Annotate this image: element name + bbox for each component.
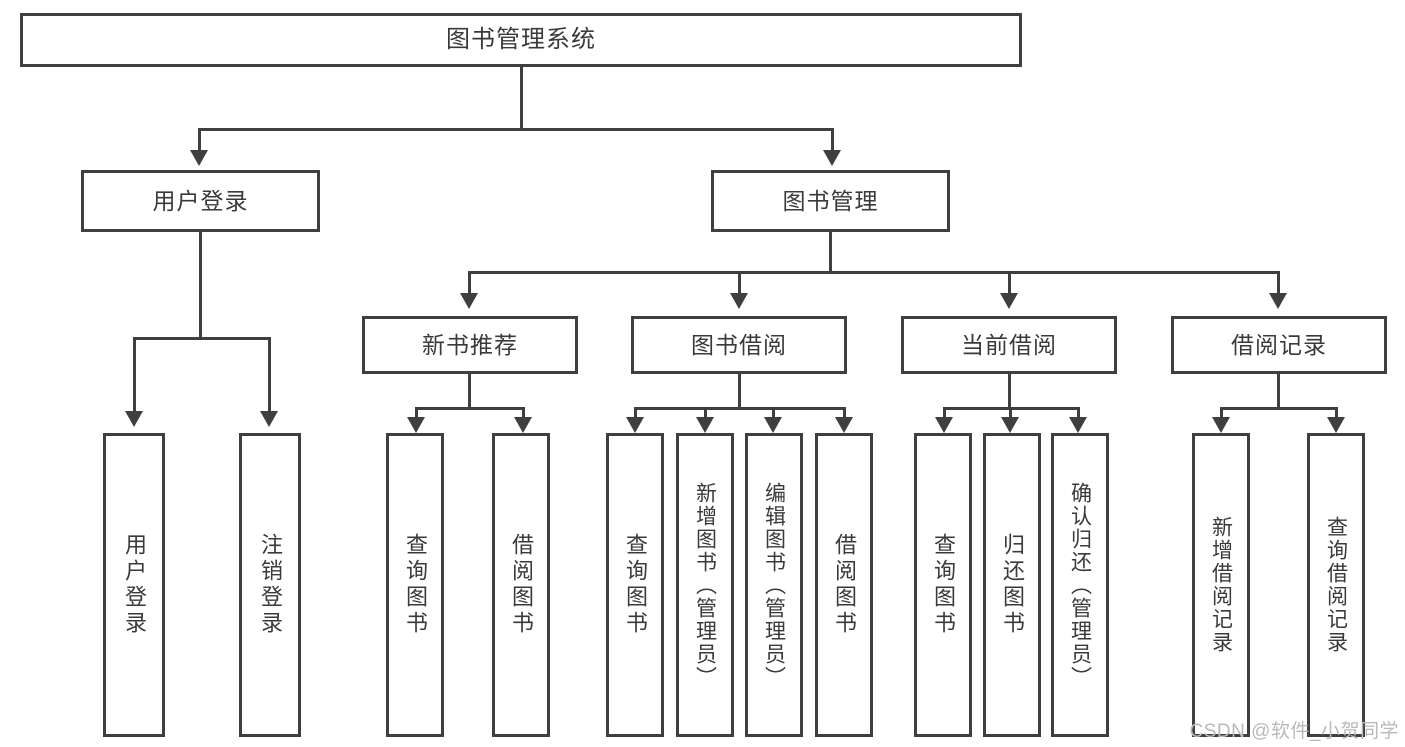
- connector-current-borrow-drop-1: [943, 407, 946, 419]
- leaf-query-borrow-record[interactable]: 查询借阅记录: [1307, 433, 1365, 737]
- arrow-to-current-borrow: [1000, 293, 1018, 309]
- connector-root-stem: [520, 67, 523, 128]
- connector-borrow-records-drop-1: [1220, 407, 1223, 419]
- leaf-query-books-current[interactable]: 查询图书: [914, 433, 972, 737]
- connector-level3-drop-new-books: [468, 271, 471, 295]
- node-label: 图书借阅: [691, 331, 787, 358]
- arrow-to-book-borrow: [730, 293, 748, 309]
- arrow-to-borrow-books-1: [514, 417, 532, 433]
- arrow-to-add-record: [1212, 417, 1230, 433]
- connector-book-management-stem: [829, 232, 832, 271]
- arrow-to-new-books: [460, 293, 478, 309]
- connector-book-borrow-drop-1: [634, 407, 637, 419]
- arrow-to-user-login-leaf: [125, 411, 143, 427]
- node-label: 当前借阅: [961, 331, 1057, 358]
- connector-user-login-drop-1: [133, 337, 136, 413]
- node-label: 新增图书（管理员）: [693, 481, 717, 689]
- node-label: 借阅记录: [1231, 331, 1327, 358]
- connector-user-login-drop-2: [268, 337, 271, 413]
- node-label: 图书管理: [782, 187, 879, 214]
- node-book-borrowing[interactable]: 图书借阅: [631, 316, 847, 374]
- arrow-to-confirm-return: [1069, 417, 1087, 433]
- node-label: 用户登录: [152, 187, 249, 214]
- arrow-to-query-books-3: [935, 417, 953, 433]
- node-label: 借阅图书: [832, 533, 857, 637]
- node-book-management[interactable]: 图书管理: [711, 170, 950, 232]
- connector-user-login-bus: [133, 337, 270, 340]
- connector-new-books-drop-2: [522, 407, 525, 419]
- arrow-to-borrow-records: [1269, 293, 1287, 309]
- arrow-to-book-management: [823, 150, 841, 166]
- leaf-query-books-borrow[interactable]: 查询图书: [606, 433, 664, 737]
- connector-current-borrow-stem: [1008, 374, 1011, 407]
- node-label: 确认归还（管理员）: [1068, 481, 1092, 689]
- connector-borrow-records-drop-2: [1335, 407, 1338, 419]
- node-current-borrowing[interactable]: 当前借阅: [901, 316, 1117, 374]
- connector-user-login-stem: [199, 232, 202, 337]
- node-label: 新增借阅记录: [1209, 516, 1233, 654]
- connector-level3-bus: [468, 271, 1280, 274]
- connector-root-bus: [198, 128, 834, 131]
- arrow-to-add-book: [696, 417, 714, 433]
- leaf-edit-book-admin[interactable]: 编辑图书（管理员）: [745, 433, 803, 737]
- connector-root-drop-book-management: [831, 128, 834, 152]
- node-label: 新书推荐: [422, 331, 518, 358]
- connector-level3-drop-borrow-records: [1277, 271, 1280, 295]
- connector-book-borrow-drop-2: [704, 407, 707, 419]
- leaf-add-borrow-record[interactable]: 新增借阅记录: [1192, 433, 1250, 737]
- connector-borrow-records-stem: [1277, 374, 1280, 407]
- connector-current-borrow-drop-3: [1077, 407, 1080, 419]
- connector-book-borrow-drop-3: [772, 407, 775, 419]
- node-label: 查询图书: [623, 533, 648, 637]
- connector-book-borrow-drop-4: [843, 407, 846, 419]
- connector-current-borrow-drop-2: [1009, 407, 1012, 419]
- leaf-borrow-books-borrow[interactable]: 借阅图书: [815, 433, 873, 737]
- node-label: 查询图书: [403, 533, 428, 637]
- node-label: 注销登录: [258, 533, 283, 637]
- node-label: 归还图书: [1000, 533, 1025, 637]
- node-label: 查询图书: [931, 533, 956, 637]
- node-new-book-recommendation[interactable]: 新书推荐: [362, 316, 578, 374]
- node-label: 编辑图书（管理员）: [762, 481, 786, 689]
- connector-borrow-records-bus: [1220, 407, 1338, 410]
- arrow-to-user-login: [190, 150, 208, 166]
- connector-level3-drop-current-borrow: [1008, 271, 1011, 295]
- node-label: 图书管理系统: [446, 26, 596, 53]
- arrow-to-query-books-1: [407, 417, 425, 433]
- arrow-to-logout-leaf: [260, 411, 278, 427]
- leaf-user-login[interactable]: 用户登录: [103, 433, 165, 737]
- connector-new-books-stem: [468, 374, 471, 407]
- leaf-logout[interactable]: 注销登录: [239, 433, 301, 737]
- node-borrowing-records[interactable]: 借阅记录: [1171, 316, 1387, 374]
- csdn-watermark: CSDN @软件_小贺同学: [1189, 721, 1399, 742]
- node-user-login[interactable]: 用户登录: [81, 170, 320, 232]
- node-label: 用户登录: [122, 533, 147, 637]
- leaf-add-book-admin[interactable]: 新增图书（管理员）: [676, 433, 734, 737]
- node-label: 查询借阅记录: [1324, 516, 1348, 654]
- connector-book-borrow-stem: [738, 374, 741, 407]
- node-label: 借阅图书: [509, 533, 534, 637]
- connector-root-drop-user-login: [198, 128, 201, 152]
- connector-new-books-drop-1: [415, 407, 418, 419]
- arrow-to-query-record: [1327, 417, 1345, 433]
- leaf-query-books-new[interactable]: 查询图书: [386, 433, 444, 737]
- leaf-confirm-return-admin[interactable]: 确认归还（管理员）: [1051, 433, 1109, 737]
- arrow-to-edit-book: [764, 417, 782, 433]
- leaf-return-book[interactable]: 归还图书: [983, 433, 1041, 737]
- connector-level3-drop-book-borrow: [738, 271, 741, 295]
- arrow-to-query-books-2: [626, 417, 644, 433]
- node-root-book-management-system[interactable]: 图书管理系统: [20, 13, 1022, 67]
- connector-book-borrow-bus: [634, 407, 846, 410]
- connector-new-books-bus: [415, 407, 525, 410]
- leaf-borrow-books-new[interactable]: 借阅图书: [492, 433, 550, 737]
- arrow-to-return-book: [1001, 417, 1019, 433]
- arrow-to-borrow-books-2: [835, 417, 853, 433]
